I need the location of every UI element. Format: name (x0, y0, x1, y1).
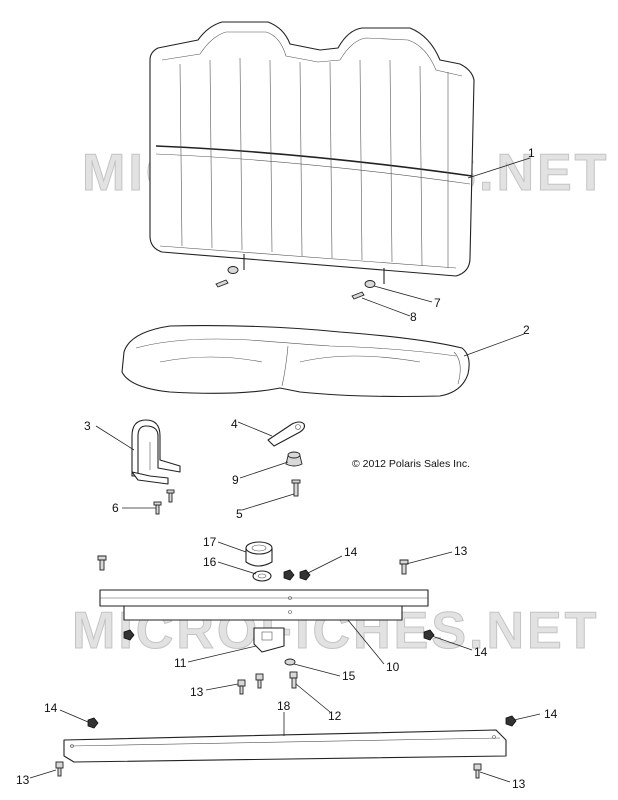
seat-hook-icon (131, 419, 181, 485)
callout-2: 2 (523, 323, 530, 337)
seat-back-icon (149, 21, 475, 284)
callout-1: 1 (528, 146, 535, 160)
callout-5: 5 (236, 507, 243, 521)
screw-icon (215, 279, 365, 300)
bolt-icon (289, 671, 298, 689)
bushing-icon (245, 541, 273, 567)
callout-17: 17 (203, 535, 217, 549)
nut-icon (87, 569, 517, 729)
callout-7: 7 (434, 296, 441, 310)
callout-13: 13 (454, 544, 468, 558)
cross-support-icon (99, 589, 429, 621)
washer-icon (252, 570, 272, 582)
callout-6: 6 (112, 501, 119, 515)
bolt-icon (153, 479, 301, 515)
callout-13: 13 (190, 685, 204, 699)
callout-13: 13 (512, 777, 526, 791)
screw-icon (55, 555, 482, 779)
mounting-rail-icon (63, 729, 507, 763)
bushing-icon (285, 451, 303, 467)
washer-icon (227, 266, 376, 288)
nut-icon (284, 658, 296, 666)
callout-16: 16 (203, 555, 217, 569)
callout-14: 14 (344, 545, 358, 559)
callout-9: 9 (232, 473, 239, 487)
latch-icon (267, 421, 306, 447)
callout-14: 14 (474, 645, 488, 659)
callout-14: 14 (44, 701, 58, 715)
callout-labels: 1 7 8 2 3 4 9 6 5 17 16 14 13 11 10 14 1… (16, 146, 558, 791)
callout-15: 15 (342, 669, 356, 683)
leader-lines (29, 157, 541, 783)
callout-3: 3 (84, 419, 91, 433)
callout-8: 8 (410, 310, 417, 324)
callout-12: 12 (328, 709, 342, 723)
callout-4: 4 (231, 417, 238, 431)
callout-10: 10 (386, 660, 400, 674)
copyright-notice: © 2012 Polaris Sales Inc. (352, 458, 470, 470)
callout-11: 11 (174, 656, 187, 670)
seat-cushion-icon (121, 325, 470, 398)
callout-18: 18 (277, 699, 291, 713)
bracket-icon (253, 627, 285, 653)
callout-13: 13 (16, 773, 30, 787)
callout-14: 14 (544, 707, 558, 721)
